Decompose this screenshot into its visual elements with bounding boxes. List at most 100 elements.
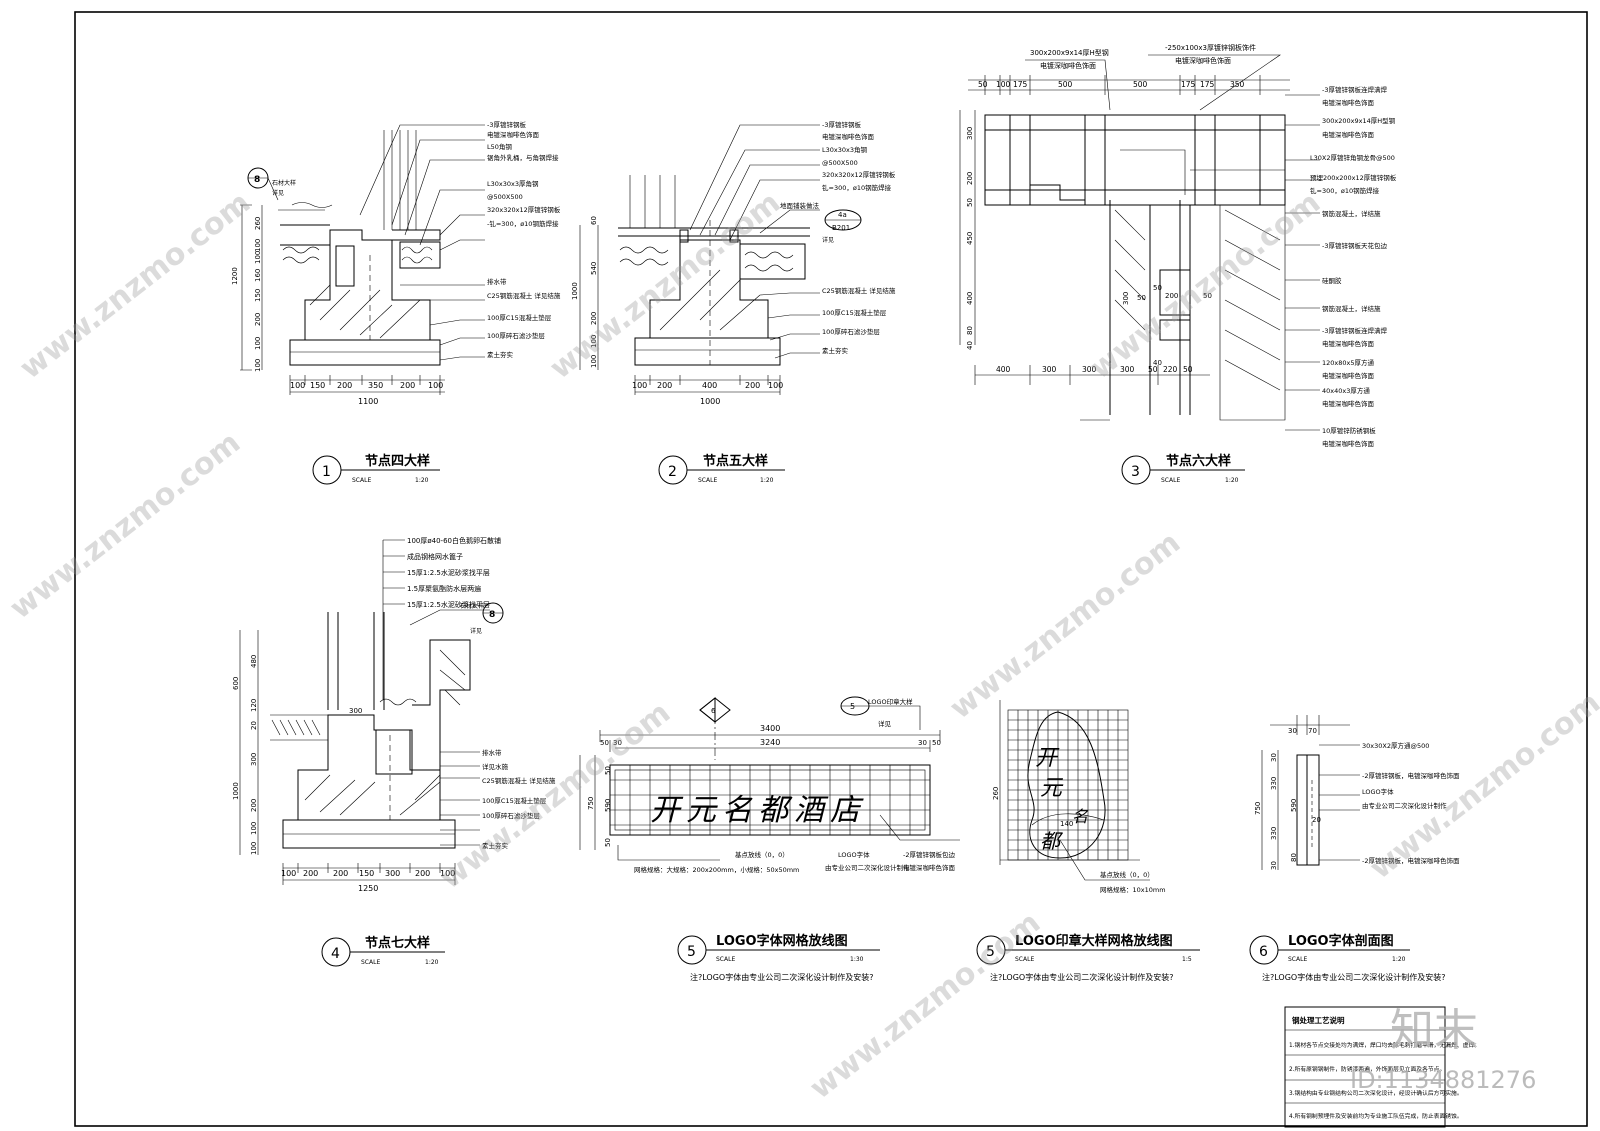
detail-5b-scale-label: SCALE [1015,956,1034,963]
spec-item-3: 3.钢结构由专业钢结构公司二次深化设计，经设计确认后方可实施。 [1289,1089,1463,1097]
detail-2-total-h: 1000 [571,282,579,300]
dim: 100 [254,239,262,252]
note: 1.5厚聚氨酯防水层两遍 [407,584,481,593]
title-block-3 [1121,455,1245,485]
watermark-layer: www.znzmo.com www.znzmo.com www.znzmo.co… [3,185,1600,1106]
dim: 200 [657,381,672,390]
detail-3-scale: 1:20 [1225,477,1239,484]
detail-4-top-notes: 100厚ø40-60白色鹅卵石散铺 成品钢格网水篦子 15厚1:2.5水泥砂浆找… [407,536,501,609]
detail-3-section [959,54,1320,431]
note: 电镀深咖啡色饰面 [1322,371,1375,380]
dim: 540 [590,262,598,275]
logo-note-3: -2厚镀锌钢板包边 [903,850,955,859]
detail-1-left-dims: 260 100 100 160 150 200 100 100 [254,217,262,372]
detail-3-number: 3 [1131,464,1140,480]
dim: 450 [966,232,974,245]
detail-2-bottom-dims: 100 200 400 200 100 [632,381,783,390]
dim: 480 [250,655,258,668]
dim: 30 [1270,861,1278,870]
dim-side: 30 [613,739,622,747]
logo-text: 开元名都酒店 [650,793,866,828]
note: -2厚镀锌钢板，电镀深咖啡色饰面 [1362,856,1460,865]
detail-4-number: 4 [331,946,340,962]
dim: 50 [1137,294,1146,302]
logo-origin: 基点放线（0，0） [735,850,789,859]
detail-4-width: 1250 [358,884,378,893]
dim: 100 [590,335,598,348]
note: 电镀深咖啡色饰面 [1175,56,1231,65]
watermark-site: www.znzmo.com [943,525,1187,726]
detail-6-section [1261,715,1360,870]
dim: 160 [254,269,262,282]
detail-6-number: 6 [1259,944,1268,960]
title-block-1 [312,455,440,485]
note: -3厚镀锌钢板 [487,120,526,129]
dim: 500 [1058,80,1073,89]
detail-2-left-dims: 60 540 200 100 100 [590,216,598,368]
detail-5a-note-line: 注?LOGO字体由专业公司二次深化设计制作及安装? [690,972,873,982]
note: 电镀深咖啡色饰面 [1322,130,1375,139]
spec-table [1284,1006,1446,1128]
note: L30X2厚镀锌角钢龙骨@500 [1310,153,1395,162]
note: 100厚C15混凝土垫层 [822,308,887,317]
dim: 30 [1270,753,1278,762]
detail-4-section [239,539,504,885]
note: L50角钢 [487,142,512,151]
dim: 300 [1122,292,1130,305]
watermark-site: www.znzmo.com [13,185,257,386]
dim: 50 [978,80,988,89]
dim: 50 [1183,365,1193,374]
dim: 260 [254,217,262,230]
dim: 200 [254,313,262,326]
dim: 220 [1163,365,1178,374]
detail-1-tag-sub: 石材大样 [272,179,296,187]
detail-4-tag: 8 [489,610,495,620]
dim: 350 [1230,80,1245,89]
note: 素土夯实 [822,346,849,355]
seal-char-4: 都 [1040,829,1064,853]
detail-1-number: 1 [322,464,331,480]
note: 电镀深咖啡色饰面 [1040,61,1096,70]
detail-6-left-dims: 750 30 330 590 330 20 30 80 [1254,753,1321,870]
d6-dim-70: 70 [1308,727,1317,735]
detail-5-logo-grid [579,696,960,861]
note: 成品钢格网水篦子 [407,552,463,561]
watermark-site: www.znzmo.com [1363,685,1600,886]
dim: 300 [250,753,258,766]
detail-6-notes: 30x30X2厚方通@500 -2厚镀锌钢板，电镀深咖啡色饰面 LOGO字体 由… [1362,741,1460,865]
note: C25钢筋混凝土 详见结施 [482,776,556,785]
logo-tag-note: 详见 [878,719,892,728]
note: -250x100x3厚镀锌钢板饰件 [1165,43,1256,52]
dim-side: 30 [918,739,927,747]
dim: 200 [590,312,598,325]
watermark-id: ID:1134881276 [1350,1066,1536,1094]
title-block-2 [658,455,785,485]
note: 电镀深咖啡色饰面 [1322,399,1375,408]
dim: 50 [1153,284,1162,292]
logo-note-2: 由专业公司二次深化设计制作 [825,863,910,872]
note: 钆=300，ø10钢筋焊接 [1310,186,1380,195]
dim: 600 [232,677,240,690]
dim: 100 [428,381,443,390]
dim: 300 [966,127,974,140]
dim: 750 [1254,802,1262,815]
dim: 150 [254,289,262,302]
dim: 50 [1203,292,1212,300]
dim: 100 [254,251,262,264]
note: 钆=300，ø10钢筋焊接 [822,183,892,192]
dim: 400 [996,365,1011,374]
dim: 175 [1200,80,1215,89]
note: 由专业公司二次深化设计制作 [1362,801,1447,810]
watermark-site: www.znzmo.com [3,425,247,626]
detail-2-width: 1000 [700,397,720,406]
logo-grid-spec: 网格规格：大规格：200x200mm，小规格：50x50mm [634,865,799,874]
dim: 100 [254,359,262,372]
note: -3厚镀锌钢板连焊满焊 [1322,85,1387,94]
title-block-4 [321,937,445,967]
note: -2厚镀锌钢板，电镀深咖啡色饰面 [1362,771,1460,780]
seal-char-3: 名 [1072,807,1089,826]
note: 素土夯实 [482,841,509,850]
dim: 100 [590,355,598,368]
note: 排水带 [487,277,507,286]
